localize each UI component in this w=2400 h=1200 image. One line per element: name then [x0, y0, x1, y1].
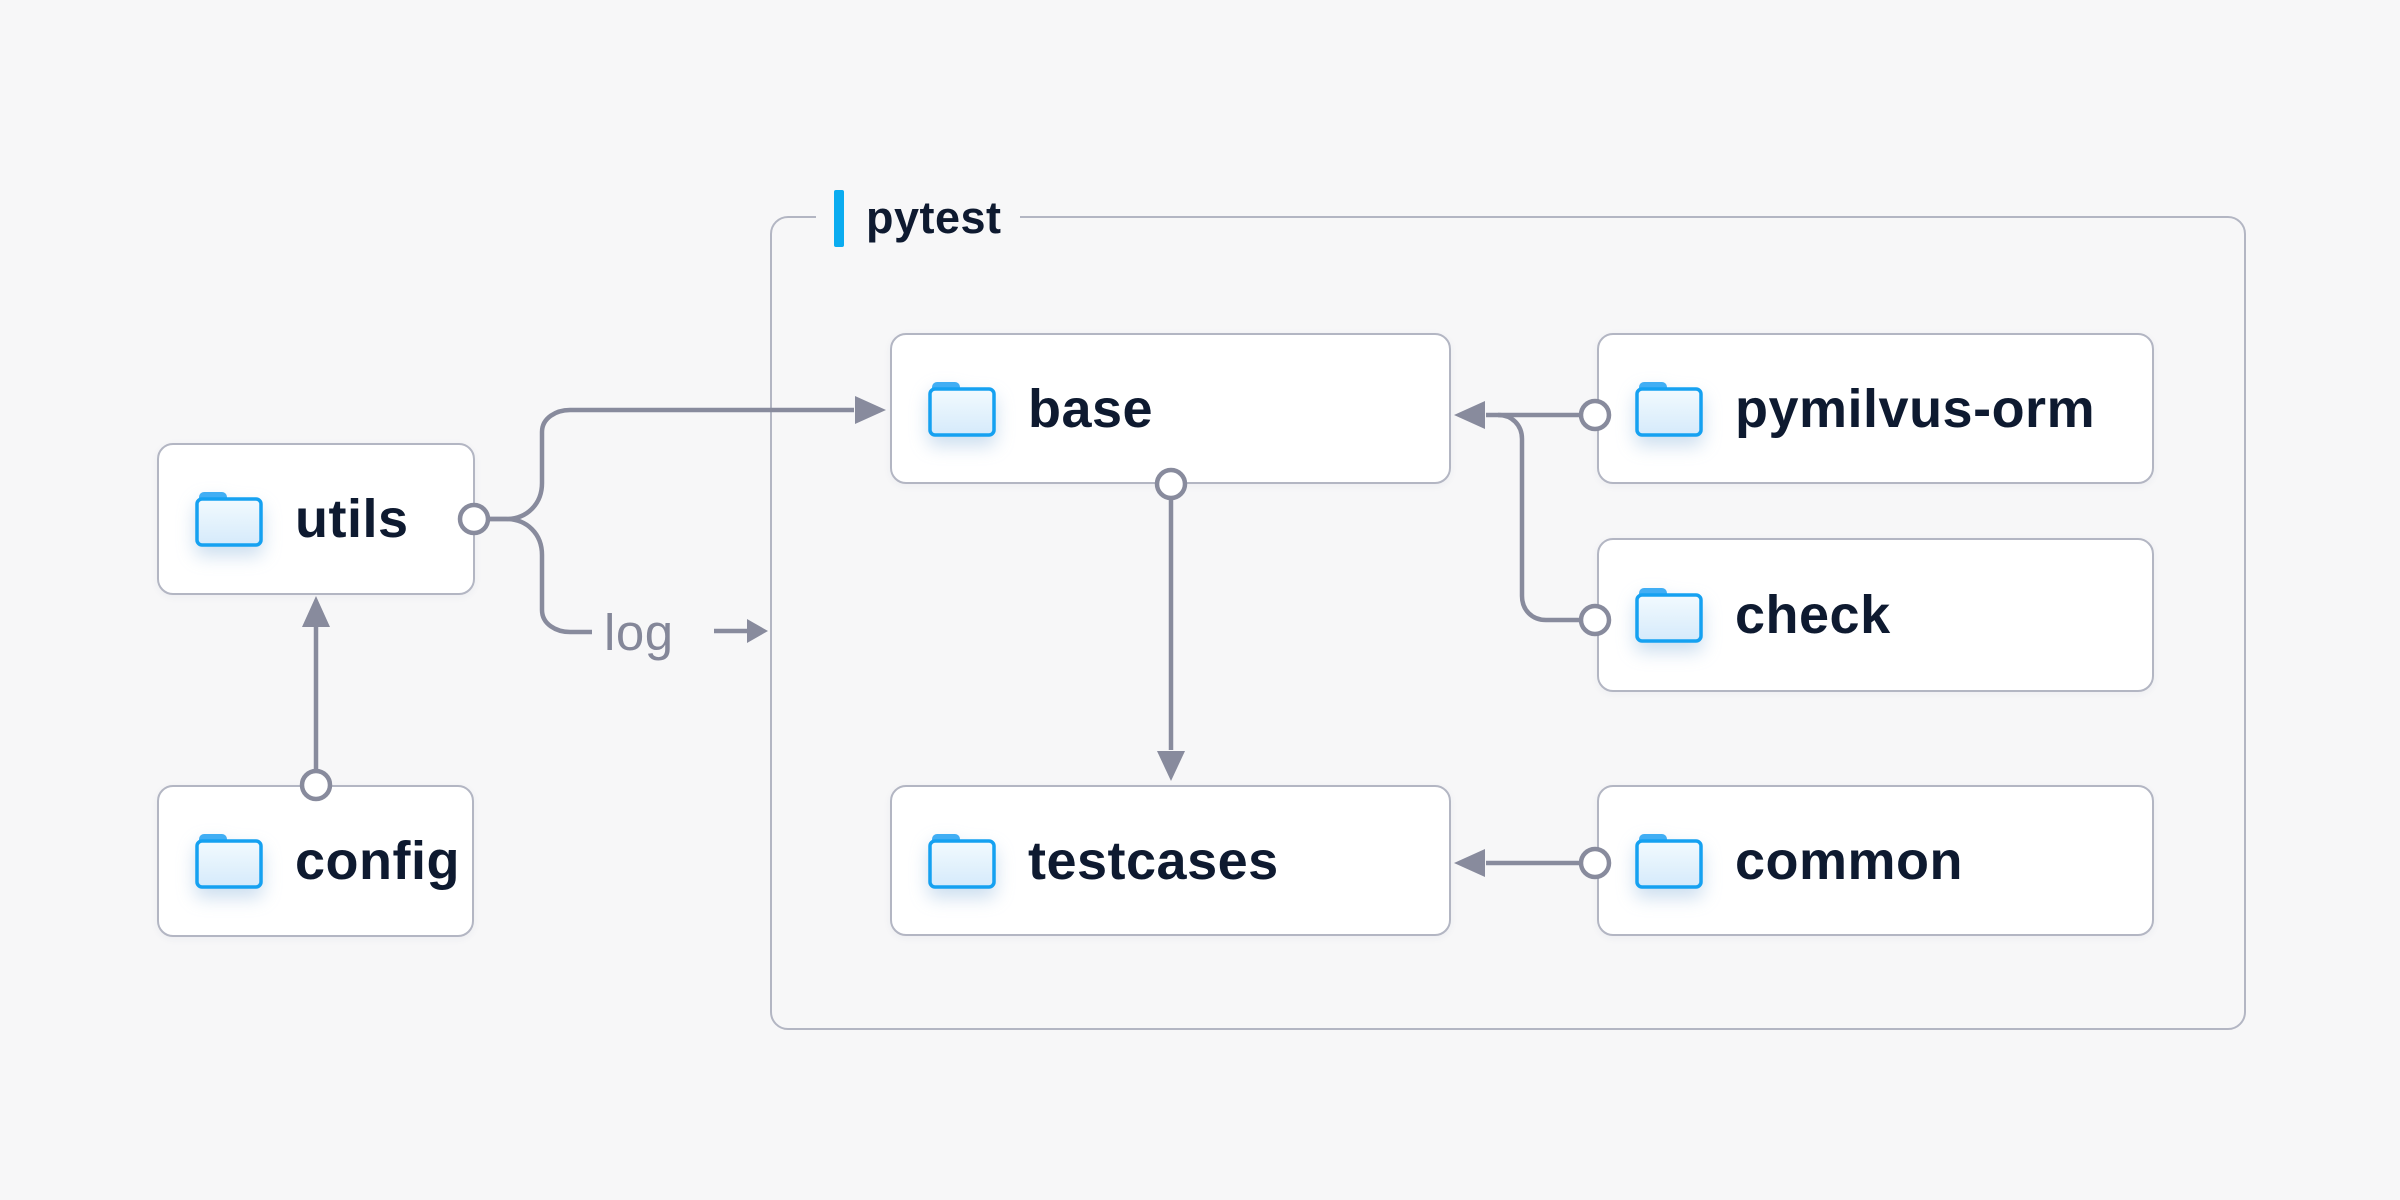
node-utils: utils: [157, 443, 475, 595]
node-label: base: [1028, 378, 1154, 439]
node-common: common: [1597, 785, 2154, 936]
edge-label-log: log: [604, 604, 674, 661]
accent-bar: [834, 189, 844, 247]
node-testcases: testcases: [890, 785, 1451, 936]
group-title: pytest: [866, 192, 1002, 243]
pytest-group-label: pytest: [816, 187, 1020, 249]
arrowhead-icon: [747, 619, 768, 643]
node-label: testcases: [1028, 830, 1279, 891]
node-label: pymilvus-orm: [1735, 378, 2096, 439]
folder-icon: [1635, 586, 1703, 644]
node-label: config: [295, 831, 460, 891]
node-label: check: [1735, 585, 1891, 645]
node-pymilvus-orm: pymilvus-orm: [1597, 333, 2154, 484]
arrowhead-icon: [302, 596, 330, 627]
folder-icon: [1635, 832, 1703, 890]
pytest-group: pytest: [770, 187, 2246, 1030]
folder-icon: [928, 832, 996, 890]
node-config: config: [157, 785, 474, 937]
node-label: common: [1735, 830, 1964, 891]
node-label: utils: [295, 489, 409, 549]
folder-icon: [928, 380, 996, 438]
folder-icon: [1635, 380, 1703, 438]
edge-utils-log-line: [488, 516, 592, 635]
node-check: check: [1597, 538, 2154, 692]
folder-icon: [195, 832, 263, 890]
node-base: base: [890, 333, 1451, 484]
folder-icon: [195, 490, 263, 548]
